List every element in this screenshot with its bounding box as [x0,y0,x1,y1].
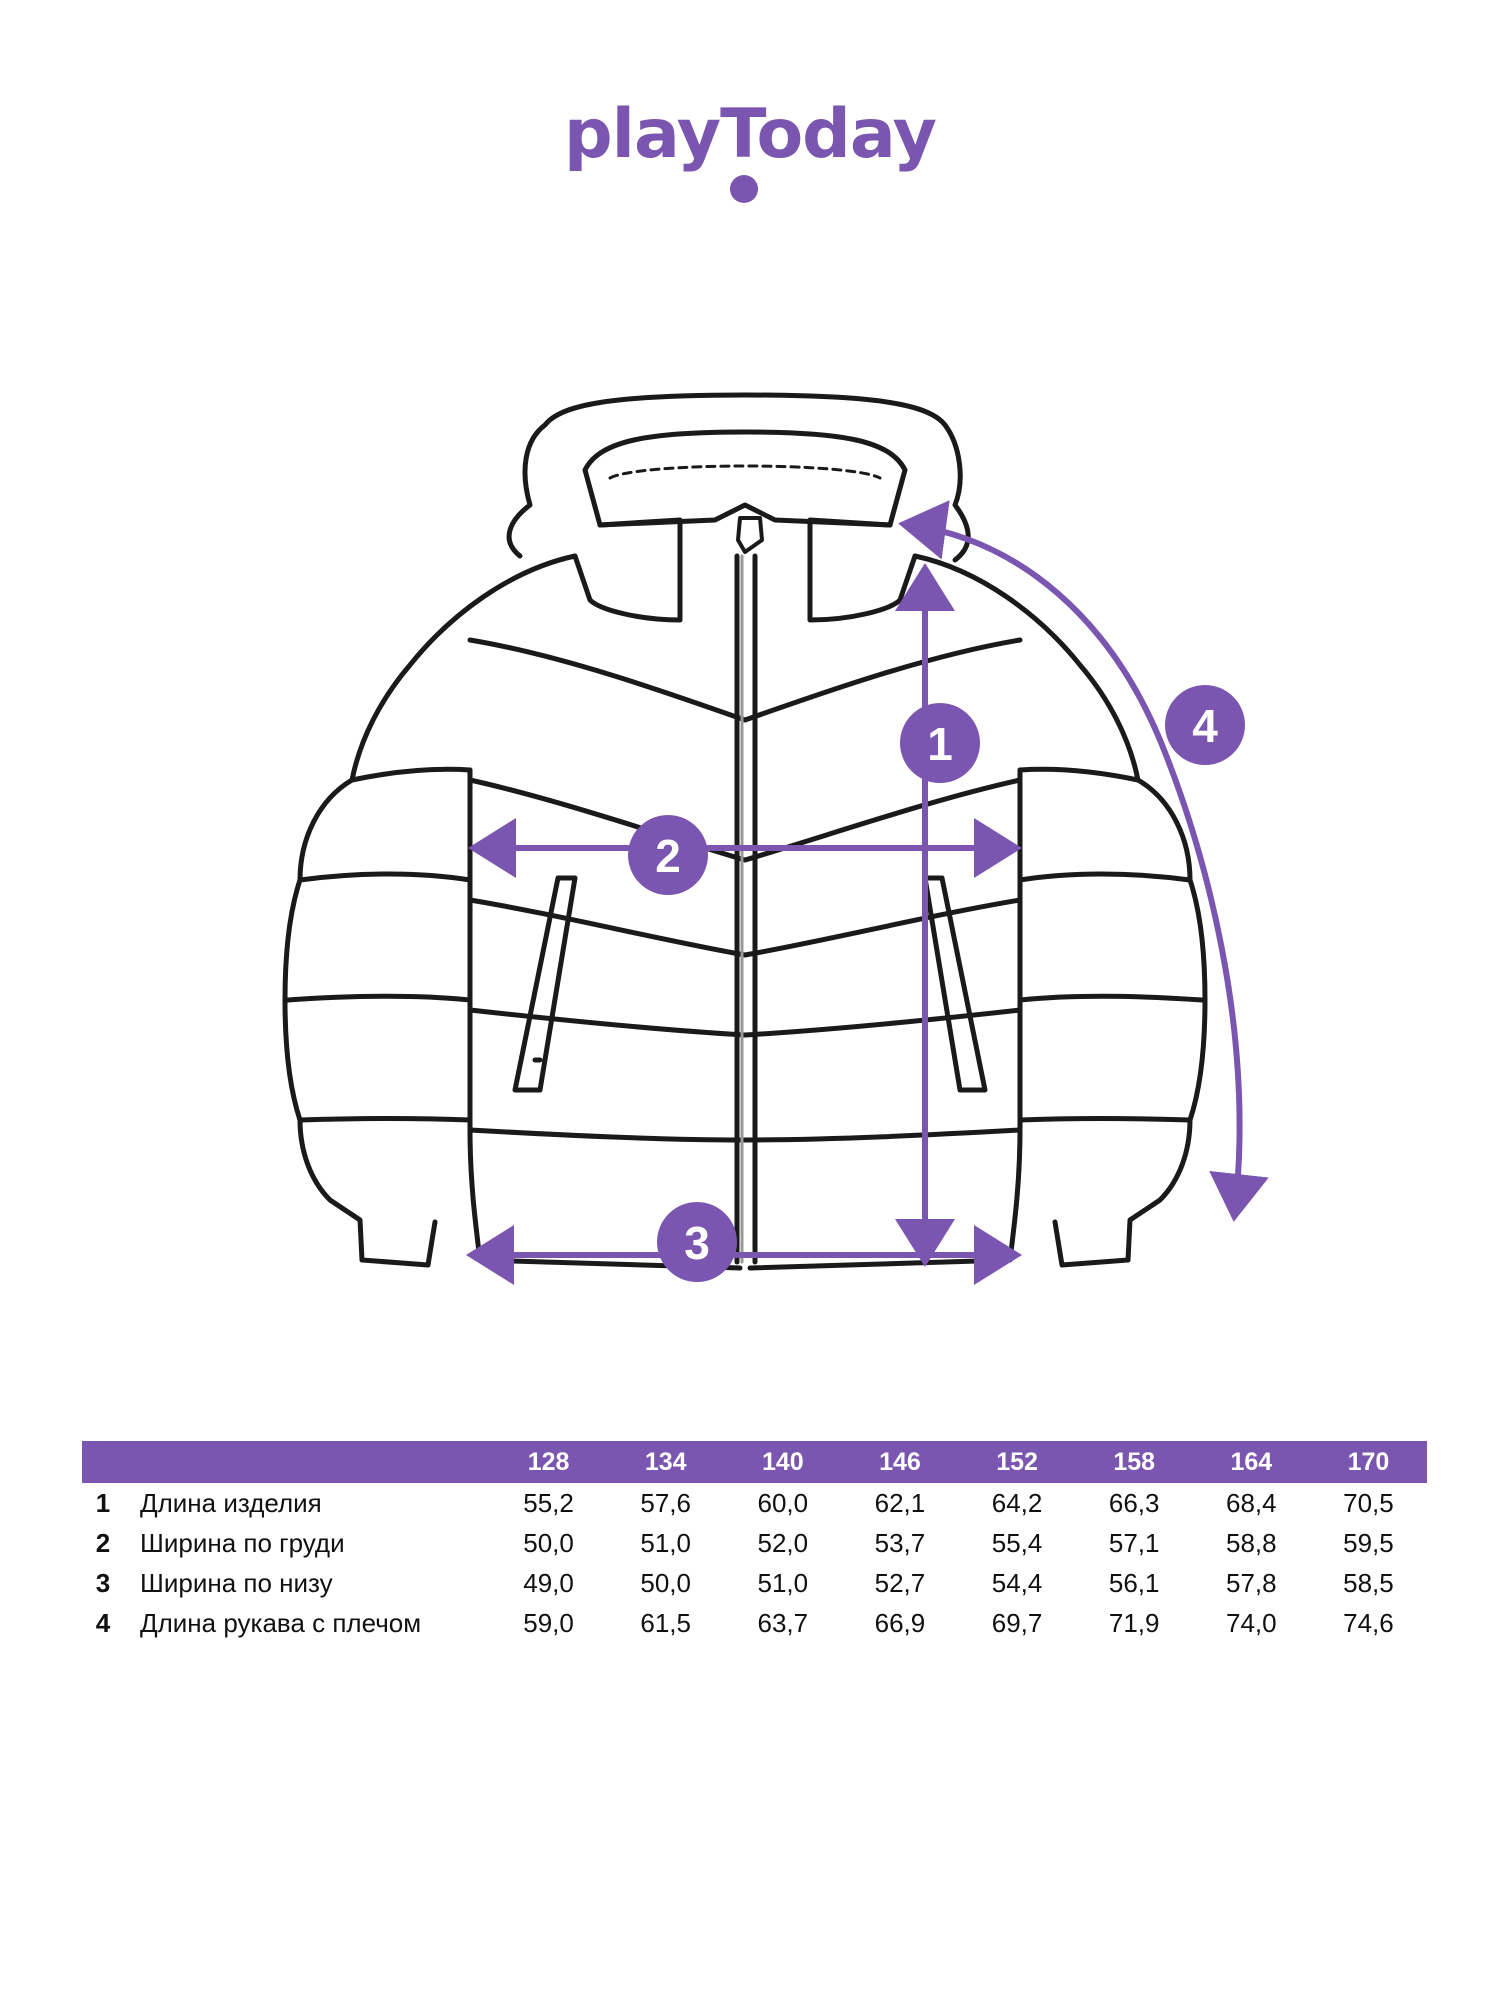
table-cell: 64,2 [991,1487,1043,1518]
marker-3-circle [657,1202,737,1282]
table-cell: 55,4 [991,1527,1043,1558]
table-cell: 58,5 [1343,1567,1394,1598]
measurement-markers: 1 2 3 4 [628,685,1245,1282]
brand-logo: playToday [540,95,960,210]
table-cell: 52,0 [757,1527,809,1558]
table-cell: 55,2 [523,1487,574,1518]
size-header-row: 128 134 140 146 152 158 164 170 [82,1441,1427,1483]
row-label: Ширина по низу [140,1567,333,1598]
row-label: Длина изделия [140,1487,322,1518]
size-header: 158 [1075,1441,1193,1483]
table-cell: 70,5 [1343,1487,1394,1518]
table-cell: 59,5 [1343,1527,1394,1558]
table-cell: 69,7 [991,1607,1043,1638]
table-cell: 53,7 [874,1527,926,1558]
table-cell: 66,3 [1108,1487,1160,1518]
row-number: 1 [95,1487,111,1518]
table-cell: 74,6 [1343,1607,1394,1638]
table-cell: 71,9 [1108,1607,1160,1638]
marker-1-circle [900,703,980,783]
row-number: 3 [95,1567,111,1598]
jacket-outline [282,392,1208,1271]
table-cell: 50,0 [640,1567,691,1598]
size-header: 134 [607,1441,725,1483]
size-header: 170 [1309,1441,1427,1483]
table-row: 2 Ширина по груди 50,0 51,0 52,0 53,7 55… [82,1523,1427,1563]
size-chart-table: 128 134 140 146 152 158 164 170 1 Длина … [82,1441,1427,1643]
row-number: 4 [95,1607,111,1638]
table-row: 1 Длина изделия 55,2 57,6 60,0 62,1 64,2… [82,1483,1427,1523]
marker-2-circle [628,815,708,895]
row-label: Ширина по груди [140,1527,345,1558]
table-cell: 57,1 [1108,1527,1160,1558]
marker-1-label: 1 [927,718,953,770]
table-cell: 56,1 [1108,1567,1160,1598]
table-cell: 68,4 [1226,1487,1277,1518]
marker-2-label: 2 [655,830,681,882]
table-cell: 57,8 [1226,1567,1277,1598]
measurement-arrows [466,500,1269,1285]
size-header: 152 [958,1441,1076,1483]
table-cell: 59,0 [523,1607,574,1638]
brand-logo-dot [730,175,758,203]
table-cell: 61,5 [640,1607,691,1638]
marker-4-label: 4 [1192,700,1218,752]
marker-3-label: 3 [684,1217,710,1269]
header-blank [124,1441,490,1483]
table-cell: 54,4 [991,1567,1043,1598]
table-cell: 52,7 [874,1567,926,1598]
table-cell: 50,0 [523,1527,574,1558]
table-cell: 60,0 [757,1487,809,1518]
header-blank [82,1441,124,1483]
brand-logo-text: playToday [564,95,937,174]
table-cell: 66,9 [874,1607,926,1638]
table-cell: 51,0 [757,1567,809,1598]
table-cell: 58,8 [1226,1527,1277,1558]
table-cell: 63,7 [757,1607,809,1638]
row-label: Длина рукава с плечом [140,1607,422,1638]
sleeve-length-arrow [898,500,1269,1222]
size-header: 140 [724,1441,842,1483]
table-row: 4 Длина рукава с плечом 59,0 61,5 63,7 6… [82,1603,1427,1643]
table-cell: 74,0 [1226,1607,1277,1638]
size-header: 128 [490,1441,608,1483]
marker-4-circle [1165,685,1245,765]
size-header: 146 [841,1441,959,1483]
table-row: 3 Ширина по низу 49,0 50,0 51,0 52,7 54,… [82,1563,1427,1603]
size-header: 164 [1192,1441,1310,1483]
table-cell: 57,6 [640,1487,691,1518]
table-cell: 49,0 [523,1567,574,1598]
table-cell: 62,1 [874,1487,926,1518]
row-number: 2 [95,1527,111,1558]
table-cell: 51,0 [640,1527,691,1558]
